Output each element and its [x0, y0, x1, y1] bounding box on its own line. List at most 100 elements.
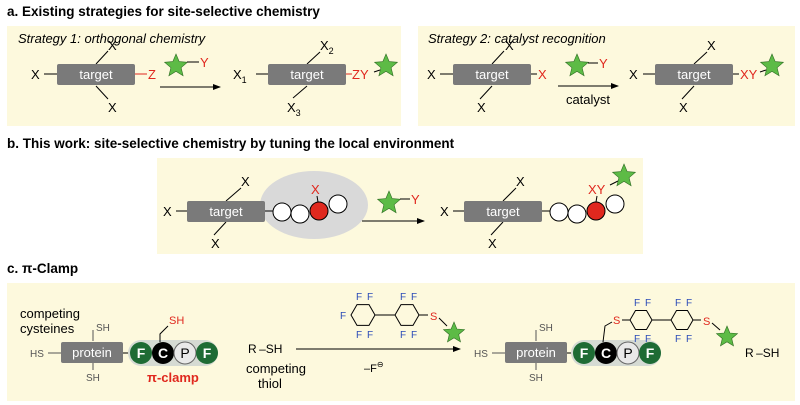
target-box	[655, 64, 733, 85]
svg-text:F: F	[686, 298, 692, 309]
svg-text:F: F	[675, 298, 681, 309]
fluoroaryl-ring	[629, 310, 653, 330]
reactive-residue	[586, 201, 606, 221]
svg-text:F: F	[356, 330, 362, 341]
strategy1-reagent: Y	[163, 53, 209, 77]
x-label: X	[163, 204, 172, 219]
protein-box	[505, 342, 567, 363]
competing-thiol-label: thiol	[258, 376, 282, 391]
svg-text:F: F	[634, 298, 640, 309]
competing-cysteines-label: cysteines	[20, 321, 75, 336]
strategy1-title: Strategy 1: orthogonal chemistry	[18, 31, 206, 46]
residue-f	[639, 342, 661, 364]
pi-clamp-product: SH HS protein SH F C P F S F F F F F F F…	[474, 298, 739, 384]
y-label: Y	[411, 192, 420, 207]
hs-label: HS	[30, 349, 44, 360]
target-box	[268, 64, 346, 85]
residue-c	[595, 342, 617, 364]
xy-label: XY	[740, 67, 758, 82]
x-label: X	[427, 67, 436, 82]
x1-label: X1	[233, 67, 247, 85]
target-label: target	[209, 204, 243, 219]
heading-a: a. Existing strategies for site-selectiv…	[7, 4, 320, 19]
peptide-residue	[605, 194, 625, 214]
svg-text:C: C	[601, 345, 611, 361]
target-box	[57, 64, 135, 85]
competing-cysteines-label: competing	[20, 306, 80, 321]
pi-clamp-label: π-clamp	[147, 370, 199, 385]
reagent-star	[163, 53, 189, 77]
protein-box	[61, 342, 123, 363]
peptide-residue	[290, 204, 310, 224]
thiswork-reactant: target X X X X	[163, 171, 368, 251]
target-label: target	[486, 204, 520, 219]
hs-label: HS	[474, 349, 488, 360]
svg-text:F: F	[646, 345, 655, 361]
svg-text:F: F	[411, 330, 417, 341]
z-label: Z	[148, 67, 156, 82]
svg-text:F: F	[400, 330, 406, 341]
residue-f	[196, 342, 218, 364]
sh-label: SH	[96, 323, 110, 334]
svg-text:F: F	[675, 334, 681, 345]
product-star	[373, 53, 399, 77]
reactive-residue	[309, 201, 329, 221]
svg-text:F: F	[580, 345, 589, 361]
x-label: X	[516, 174, 525, 189]
svg-text:F: F	[645, 334, 651, 345]
s-label: S	[703, 316, 710, 328]
product-star	[759, 53, 785, 77]
x-label: X	[707, 38, 716, 53]
x-label: X	[488, 236, 497, 251]
target-label: target	[475, 67, 509, 82]
competing-thiol-label: competing	[246, 361, 306, 376]
protein-label: protein	[516, 345, 556, 360]
s-label: S	[430, 311, 437, 323]
strategy2-reactant: target X X X X	[427, 38, 547, 115]
strategy1-reactant: target X X X Z	[31, 38, 156, 115]
thiswork-product: target X X X XY	[440, 163, 637, 251]
product-star	[611, 163, 637, 187]
clamp-sh-label: SH	[169, 315, 184, 327]
rsh-label: R –SH	[248, 342, 282, 356]
svg-text:F: F	[137, 345, 146, 361]
heading-c: c. π-Clamp	[7, 261, 79, 276]
svg-text:F: F	[645, 298, 651, 309]
s-label: S	[613, 315, 620, 327]
target-label: target	[79, 67, 113, 82]
strategy1-product: target X1 X2 X3 ZY	[233, 38, 399, 118]
svg-text:F: F	[340, 311, 346, 322]
svg-text:F: F	[400, 292, 406, 303]
sh-label: SH	[86, 373, 100, 384]
svg-text:F: F	[203, 345, 212, 361]
pi-clamp-reactant: competing cysteines SH HS protein SH F C…	[20, 306, 218, 385]
svg-text:C: C	[158, 345, 168, 361]
residue-f	[573, 342, 595, 364]
x-label: X	[629, 67, 638, 82]
x2-label: X2	[320, 38, 334, 56]
svg-text:P: P	[180, 345, 189, 361]
sh-label: SH	[529, 373, 543, 384]
target-box	[187, 201, 265, 222]
x-label: X	[211, 236, 220, 251]
peptide-residue	[272, 202, 292, 222]
y-label: Y	[200, 55, 209, 70]
strategy2-title: Strategy 2: catalyst recognition	[428, 31, 606, 46]
heading-b: b. This work: site-selective chemistry b…	[7, 136, 455, 151]
target-label: target	[290, 67, 324, 82]
svg-text:F: F	[367, 330, 373, 341]
competing-thiol: R –SH competing thiol	[246, 342, 306, 391]
x-label-red: X	[311, 182, 320, 197]
svg-text:F: F	[356, 292, 362, 303]
perfluoro-reagent: F F F F F F F F F S	[340, 292, 466, 343]
product-star	[715, 325, 739, 347]
x-label: X	[505, 38, 514, 53]
xy-label: XY	[588, 182, 606, 197]
y-label: Y	[599, 56, 608, 71]
strategy2-product: target X X X XY	[629, 38, 785, 115]
target-box	[453, 64, 531, 85]
reagent-star	[564, 53, 590, 77]
fluoride-label: –F⊖	[364, 360, 384, 375]
x-label-red: X	[538, 67, 547, 82]
